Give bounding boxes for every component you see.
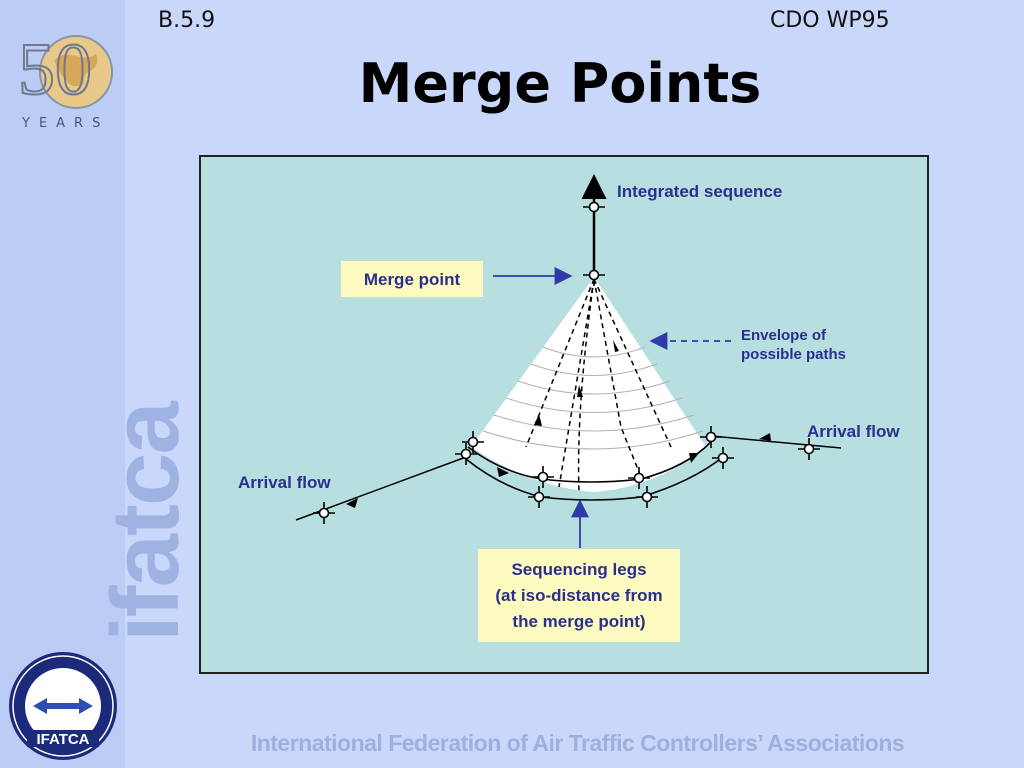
sequencing-legs xyxy=(465,441,724,501)
envelope-label-line2: possible paths xyxy=(741,346,846,363)
arrival-flow-left-label: Arrival flow xyxy=(238,473,331,492)
iso-distance-arcs xyxy=(482,346,704,450)
merge-point-label-box xyxy=(341,261,483,297)
waypoints xyxy=(583,196,605,286)
anniversary-word: YEARS xyxy=(22,116,110,131)
arrival-flow-right-label: Arrival flow xyxy=(807,422,900,441)
ifatca-seal-logo: IFATCA xyxy=(9,652,117,760)
sequencing-legs-label-line3: the merge point) xyxy=(512,612,645,631)
anniversary-number: 50 xyxy=(18,29,92,111)
sequencing-legs-label-box xyxy=(478,549,680,642)
sequencing-legs-label-line2: (at iso-distance from xyxy=(495,586,662,605)
footer-federation-name: International Federation of Air Traffic … xyxy=(250,730,905,756)
sidebar: 50 YEARS ifatca IFATCA xyxy=(0,0,199,768)
slide-code-left: B.5.9 xyxy=(158,8,216,33)
diagram-canvas: Merge point Integrated sequence Envelope… xyxy=(238,174,900,642)
slide-code-right: CDO WP95 xyxy=(770,8,890,33)
envelope-label-line1: Envelope of xyxy=(741,327,827,344)
vertical-wordmark: ifatca xyxy=(92,403,199,642)
merge-point-label: Merge point xyxy=(364,270,461,289)
arrival-flow-right-line xyxy=(710,435,842,449)
seal-text: IFATCA xyxy=(36,731,89,748)
fifty-years-logo: 50 xyxy=(17,28,113,112)
page-title: Merge Points xyxy=(358,52,762,115)
merge-point-diagram: Merge point Integrated sequence Envelope… xyxy=(199,155,929,674)
integrated-sequence-label: Integrated sequence xyxy=(617,182,782,201)
sequencing-legs-label-line1: Sequencing legs xyxy=(511,560,646,579)
